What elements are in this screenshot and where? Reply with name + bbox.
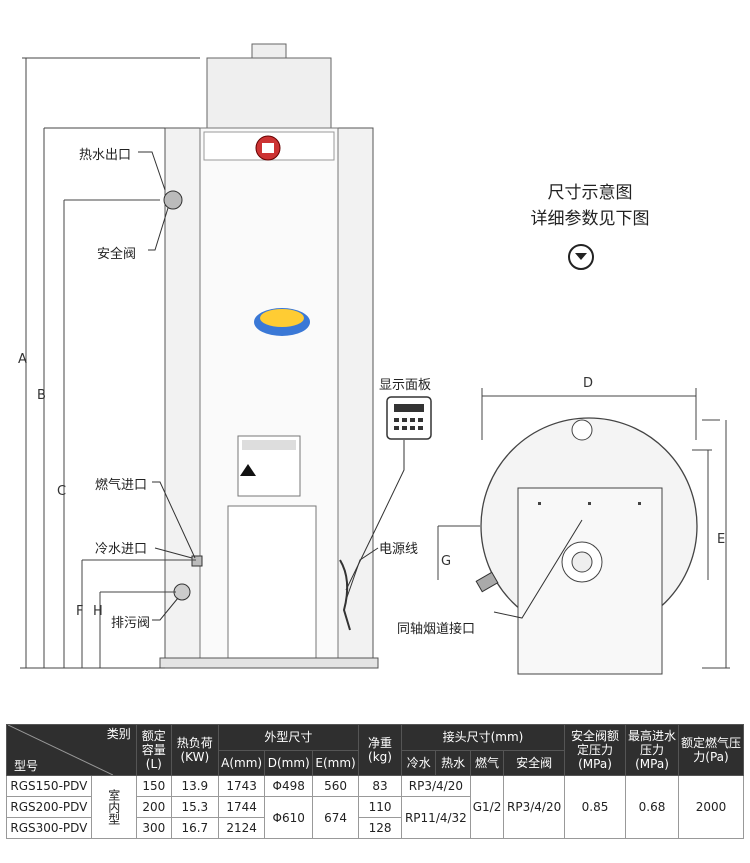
dim-C: C [57, 484, 67, 499]
intro-subtitle: 详细参数见下图 [530, 209, 650, 229]
spec-table: 类别 型号 额定容量(L) 热负荷(KW) 外型尺寸 净重(kg) 接头尺寸(m… [6, 724, 744, 839]
dim-F: F [76, 604, 84, 619]
label-display-panel: 显示面板 [379, 378, 432, 393]
dim-A: A [18, 352, 27, 367]
header-gas: 燃气 [469, 749, 505, 776]
dim-E: E [717, 532, 726, 547]
cell-gas-pressure: 2000 [678, 775, 744, 839]
label-drain-valve: 排污阀 [111, 616, 151, 631]
cell-sv-joint: RP3/4/20 [503, 775, 565, 839]
cell-heat: 13.9 [170, 775, 219, 797]
table-row: RGS150-PDV 室内型 150 13.9 1743 Φ498 560 83… [6, 775, 744, 839]
label-hot-water-out: 热水出口 [79, 148, 132, 163]
header-sv-pressure: 安全阀额定压力(MPa) [564, 724, 626, 776]
cell-A: 1743 [217, 775, 266, 797]
cell-model: RGS300-PDV [6, 817, 92, 839]
dim-B: B [37, 388, 46, 403]
cell-heat: 15.3 [170, 796, 219, 818]
label-power-cord: 电源线 [379, 542, 419, 557]
header-capacity: 额定容量(L) [135, 724, 172, 776]
dim-G: G [441, 554, 452, 569]
cell-weight: 128 [358, 817, 403, 839]
cell-E: 674 [312, 796, 360, 839]
cell-model: RGS200-PDV [6, 796, 92, 818]
header-gas-pressure: 额定燃气压力(Pa) [678, 724, 744, 776]
header-category-model: 类别 型号 [6, 724, 137, 776]
header-model: 型号 [14, 759, 39, 773]
header-joint-size: 接头尺寸(mm) [401, 724, 565, 751]
label-cold-water-in: 冷水进口 [95, 542, 148, 557]
cell-max-pressure: 0.68 [625, 775, 679, 839]
cell-model: RGS150-PDV [6, 775, 92, 797]
top-view-drawing [437, 388, 730, 675]
display-panel-icon [386, 396, 432, 440]
header-hot: 热水 [435, 749, 471, 776]
cell-capacity: 300 [135, 817, 172, 839]
cell-water-joint: RP11/4/32 [401, 796, 471, 839]
header-safety-valve: 安全阀 [503, 749, 565, 776]
cell-capacity: 200 [135, 796, 172, 818]
header-category: 类别 [106, 727, 131, 741]
header-cold: 冷水 [401, 749, 437, 776]
cell-D: Φ610 [264, 796, 314, 839]
table-row: RGS300-PDV 300 16.7 2124 128 [6, 817, 744, 839]
dim-D: D [583, 376, 594, 391]
label-flue-connection: 同轴烟道接口 [397, 622, 476, 637]
cell-gas-joint: G1/2 [469, 775, 505, 839]
intro-title: 尺寸示意图 [547, 183, 633, 203]
header-heat-load: 热负荷(KW) [170, 724, 219, 776]
cell-E: 560 [312, 775, 360, 797]
header-A: A(mm) [217, 749, 266, 776]
cell-water-joint: RP3/4/20 [401, 775, 471, 797]
cell-weight: 110 [358, 796, 403, 818]
header-max-water-pressure: 最高进水压力(MPa) [625, 724, 679, 776]
cell-A: 1744 [217, 796, 266, 818]
cell-A: 2124 [217, 817, 266, 839]
cell-sv-pressure: 0.85 [564, 775, 626, 839]
header-E: E(mm) [312, 749, 360, 776]
header-net-weight: 净重(kg) [358, 724, 403, 776]
cell-install-type: 室内型 [90, 775, 137, 839]
front-view-drawing [20, 43, 405, 669]
header-D: D(mm) [264, 749, 314, 776]
label-gas-in: 燃气进口 [95, 478, 148, 493]
chevron-down-icon [575, 253, 587, 260]
scroll-down-button[interactable] [568, 244, 594, 270]
label-safety-valve: 安全阀 [97, 247, 137, 262]
dim-H: H [93, 604, 103, 619]
cell-heat: 16.7 [170, 817, 219, 839]
table-row: RGS200-PDV 200 15.3 1744 Φ610 674 110 RP… [6, 796, 744, 839]
cell-capacity: 150 [135, 775, 172, 797]
cell-D: Φ498 [264, 775, 314, 797]
header-outer-dimensions: 外型尺寸 [217, 724, 360, 751]
cell-weight: 83 [358, 775, 403, 797]
